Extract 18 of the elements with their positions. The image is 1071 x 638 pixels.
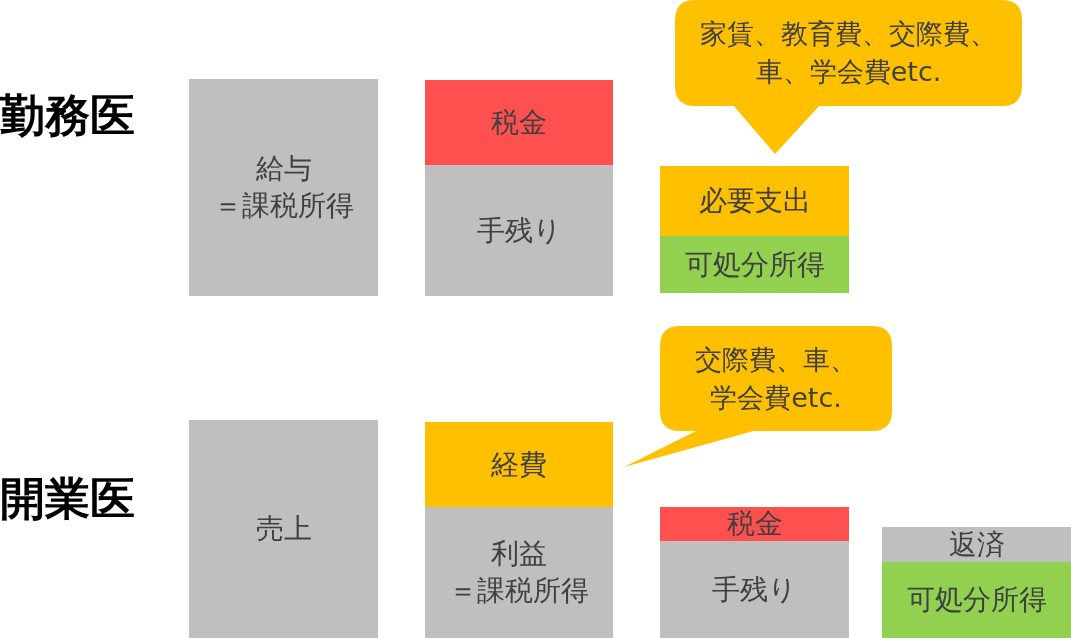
speech-bubble: [675, 0, 1022, 154]
amount-block: 返済: [882, 527, 1071, 562]
amount-block: 手残り: [425, 165, 613, 296]
amount-block: 手残り: [660, 541, 849, 638]
amount-block: 経費: [425, 422, 613, 507]
amount-block: 税金: [660, 507, 849, 541]
amount-block: 可処分所得: [882, 562, 1071, 638]
bubble-text: 交際費、車、学会費etc.: [694, 342, 858, 415]
amount-block: 給与＝課税所得: [189, 79, 378, 296]
amount-block: 利益＝課税所得: [425, 507, 613, 638]
row-heading: 開業医: [0, 476, 135, 521]
amount-block: 売上: [189, 420, 378, 638]
amount-block: 税金: [425, 80, 613, 165]
speech-bubble: [624, 326, 892, 467]
amount-block: 可処分所得: [660, 236, 849, 293]
row-heading: 勤務医: [0, 93, 135, 138]
bubble-text: 家賃、教育費、交際費、車、学会費etc.: [699, 17, 998, 89]
amount-block: 必要支出: [660, 166, 849, 236]
